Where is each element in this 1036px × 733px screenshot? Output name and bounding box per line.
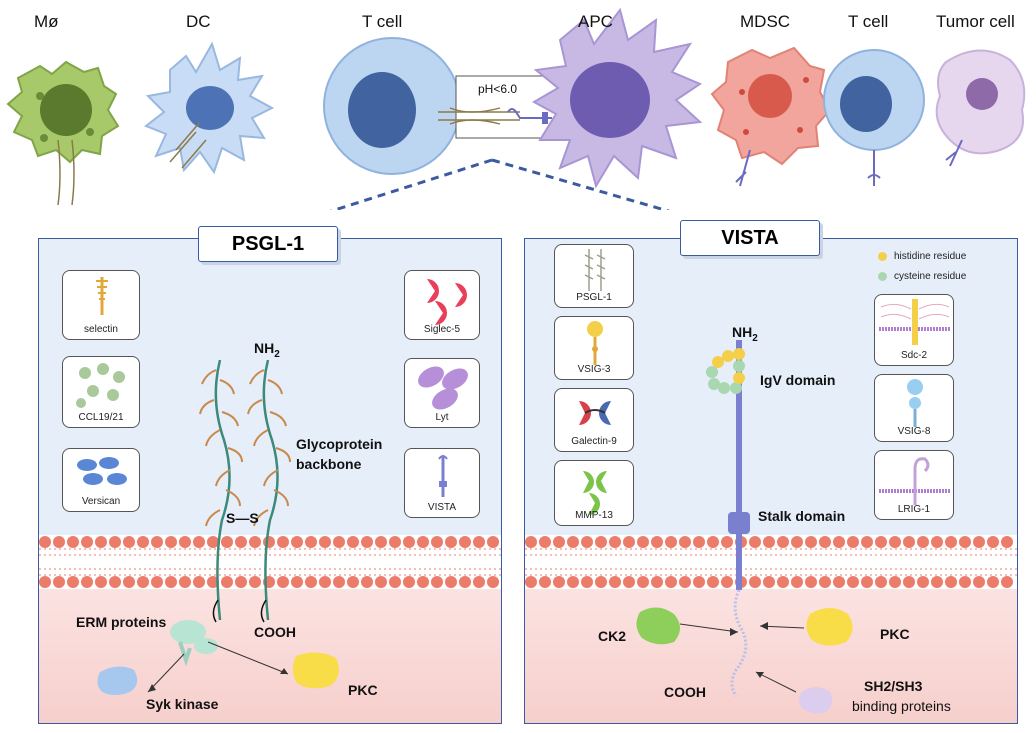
psgl1-title: PSGL-1 [198,226,338,262]
vista-cytoplasm-art [524,588,1018,722]
vista-ck2-label: CK2 [598,628,627,644]
ligand-psgl1: PSGL-1 [554,244,634,308]
psgl1-nh2-sub: 2 [274,348,280,360]
ligand-selectin: selectin [62,270,140,340]
vista-nh2-sub: 2 [752,332,758,344]
legend-histidine-dot [878,252,887,261]
psgl1-nh2: NH2 [254,340,280,360]
psgl1-cooh-label: COOH [254,624,296,640]
label-macrophage: Mø [34,12,59,31]
psgl1-backbone-line1: Glycoprotein [296,436,383,452]
legend-histidine-label: histidine residue [894,251,967,262]
ligand-siglec5-label: Siglec-5 [423,324,461,335]
label-tcell-right: T cell [848,12,889,31]
ligand-vista: VISTA [404,448,480,518]
ligand-sdc2-label: Sdc-2 [900,350,928,361]
cell-illustrations [0,0,1036,210]
label-dc: DC [186,12,211,31]
t-cell-left [323,37,461,175]
vista-sh-line2: binding proteins [852,698,951,714]
label-apc: APC [578,12,613,31]
legend-cysteine-dot [878,272,887,281]
psgl1-nh2-text: NH [254,340,275,356]
label-tumor-cell: Tumor cell [936,12,1015,31]
ligand-lrig1-label: LRIG-1 [897,504,931,515]
ligand-lyt-label: Lyt [435,412,449,423]
ligand-ccl19-21-label: CCL19/21 [78,412,124,423]
apc-cell [531,7,703,189]
ligand-psgl1-label: PSGL-1 [576,292,612,303]
ligand-galectin9: Galectin-9 [554,388,634,452]
psgl1-pkc-label: PKC [348,682,378,698]
ligand-ccl19-21: CCL19/21 [62,356,140,428]
macrophage-cell [6,60,120,206]
ligand-versican-label: Versican [81,496,121,507]
psgl1-cytoplasm-art [38,588,502,722]
vista-nh2: NH2 [732,324,758,344]
ligand-vsig3-label: VSIG-3 [577,364,611,375]
psgl1-disulfide: S—S [226,510,259,526]
tumor-cell [935,49,1026,167]
label-tcell-left: T cell [362,12,403,31]
ligand-vsig8: VSIG-8 [874,374,954,442]
ligand-sdc2: Sdc-2 [874,294,954,366]
psgl1-backbone-line2: backbone [296,456,362,472]
dendritic-cell [144,41,275,175]
ligand-vsig8-label: VSIG-8 [897,426,931,437]
legend-cysteine-label: cysteine residue [894,271,967,282]
ligand-siglec5: Siglec-5 [404,270,480,340]
ligand-selectin-label: selectin [84,324,118,335]
ph-label: pH<6.0 [478,82,518,96]
vista-title: VISTA [680,220,820,256]
mdsc-cell [710,46,832,187]
psgl1-syk-label: Syk kinase [146,696,219,712]
ligand-lyt: Lyt [404,358,480,428]
vista-cooh-label: COOH [664,684,706,700]
t-cell-right [823,49,925,186]
vista-stalk-label: Stalk domain [758,508,846,524]
ligand-galectin9-label: Galectin-9 [571,436,617,447]
vista-protein [690,340,790,700]
vista-igv-label: IgV domain [760,372,836,388]
ligand-mmp13-label: MMP-13 [575,510,613,521]
ligand-vista-label: VISTA [427,502,457,513]
vista-nh2-text: NH [732,324,753,340]
psgl1-dimer [180,360,320,630]
label-mdsc: MDSC [740,12,791,31]
psgl1-erm-label: ERM proteins [76,614,167,630]
ligand-versican: Versican [62,448,140,512]
ligand-mmp13: MMP-13 [554,460,634,526]
ligand-vsig3: VSIG-3 [554,316,634,380]
vista-sh-line1: SH2/SH3 [864,678,923,694]
ligand-lrig1: LRIG-1 [874,450,954,520]
vista-pkc-label: PKC [880,626,910,642]
